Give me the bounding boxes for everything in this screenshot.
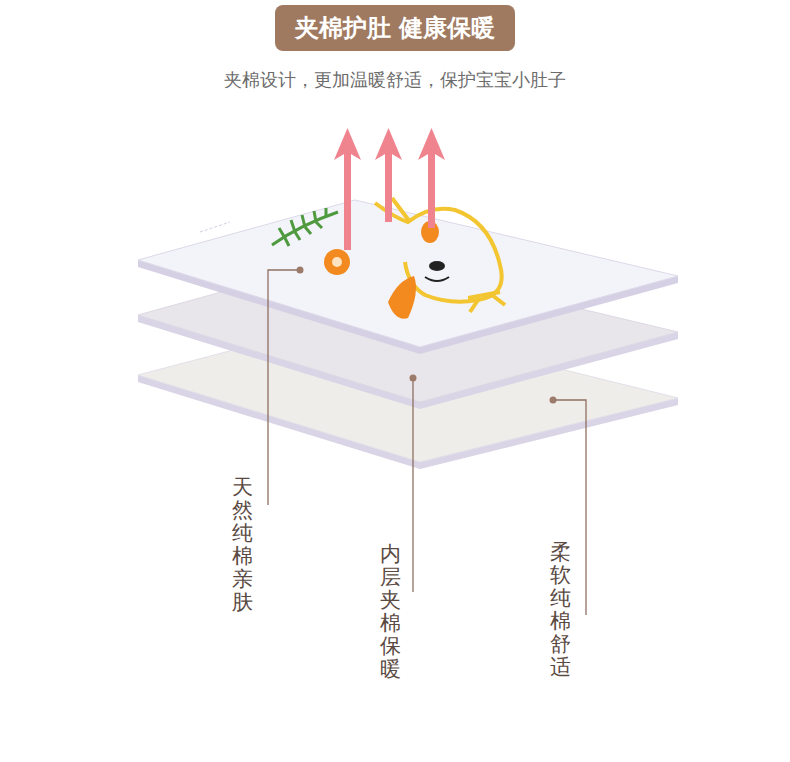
nose-embroidery [429, 261, 445, 271]
leader-dot [297, 267, 557, 404]
flower-embroidery [324, 249, 350, 275]
warmth-arrows [334, 128, 445, 250]
seam [200, 222, 230, 232]
callout-label: 天然纯棉 亲肤 [232, 476, 253, 615]
callout-label: 柔软纯棉 舒适 [550, 541, 571, 680]
leader-line [268, 270, 586, 615]
fern-embroidery [272, 208, 338, 246]
flower-embroidery [332, 257, 342, 267]
yellow-embroidery [375, 203, 502, 302]
mouth-embroidery [425, 277, 449, 281]
title-banner: 夹棉护肚 健康保暖 [275, 5, 515, 51]
subtitle: 夹棉设计，更加温暖舒适，保护宝宝小肚子 [224, 68, 566, 92]
callout-label: 内层夹棉 保暖 [380, 543, 401, 682]
beak-embroidery [388, 276, 416, 319]
